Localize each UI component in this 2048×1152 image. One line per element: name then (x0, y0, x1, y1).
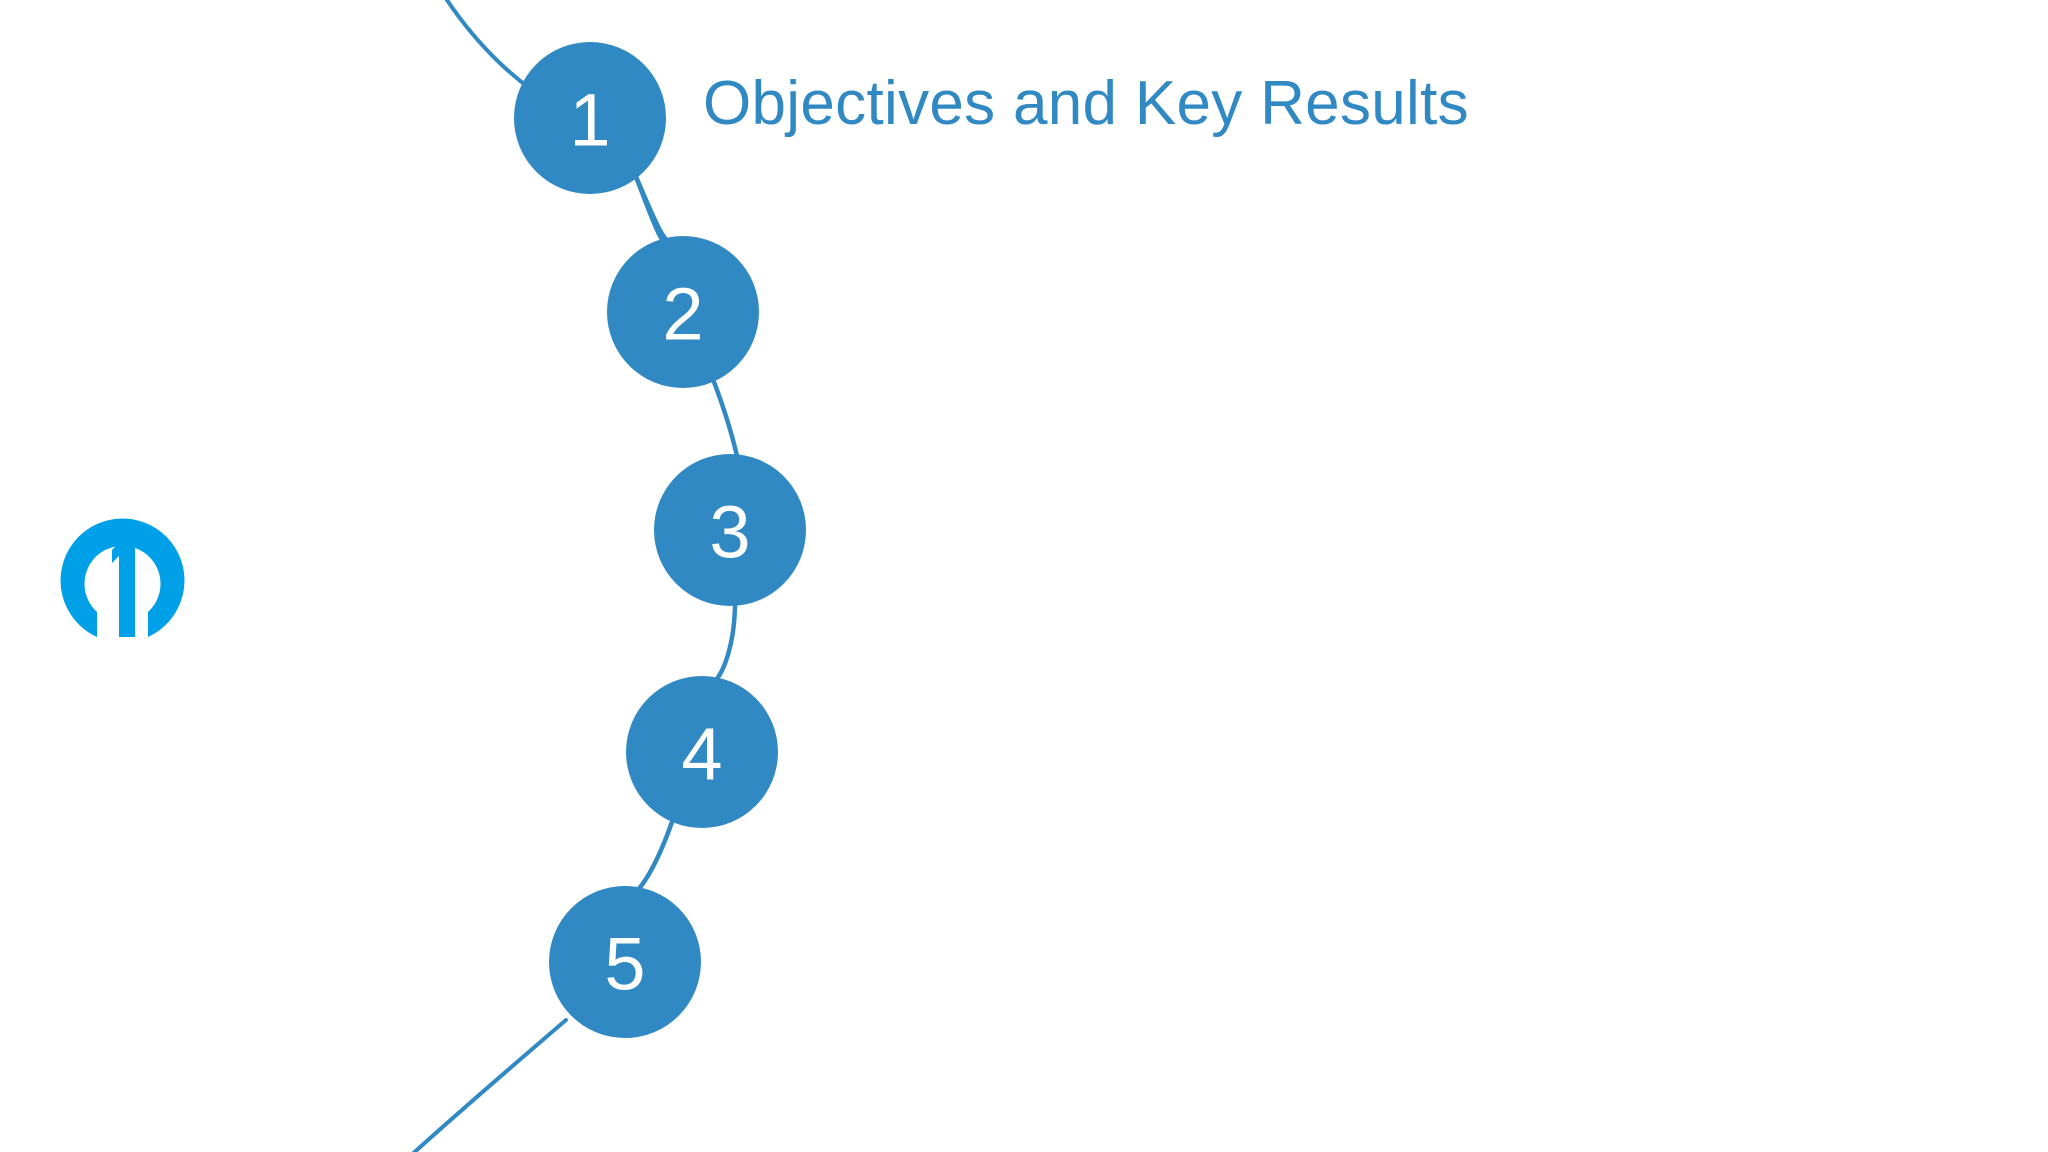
curve-segment-2-to-3 (711, 379, 740, 459)
node-2-circle (607, 236, 759, 388)
process-node-2[interactable]: 2 (607, 236, 759, 388)
curve-segment-bottom-tail (411, 1018, 568, 1152)
curve-segment-4-to-5 (635, 819, 675, 893)
node-4-circle (626, 676, 778, 828)
logo-ring-shape (60, 518, 185, 637)
node-1-title-label: Objectives and Key Results (703, 69, 1469, 138)
node-4-number: 4 (681, 713, 722, 796)
process-node-5[interactable]: 5 (549, 886, 701, 1038)
process-node-1[interactable]: 1 (514, 42, 666, 194)
node-3-number: 3 (709, 491, 750, 574)
node-1-circle (514, 42, 666, 194)
circled-one-logo (50, 500, 195, 645)
node-1-number: 1 (569, 79, 610, 162)
curve-segment-3-to-4 (713, 603, 738, 683)
process-node-4[interactable]: 4 (626, 676, 778, 828)
process-node-3[interactable]: 3 (654, 454, 806, 606)
node-2-number: 2 (662, 273, 703, 356)
node-5-number: 5 (604, 923, 645, 1006)
logo-numeral-one-shape (112, 533, 135, 637)
curve-segment-1-to-2-alt (631, 169, 675, 244)
node-5-circle (549, 886, 701, 1038)
node-3-circle (654, 454, 806, 606)
